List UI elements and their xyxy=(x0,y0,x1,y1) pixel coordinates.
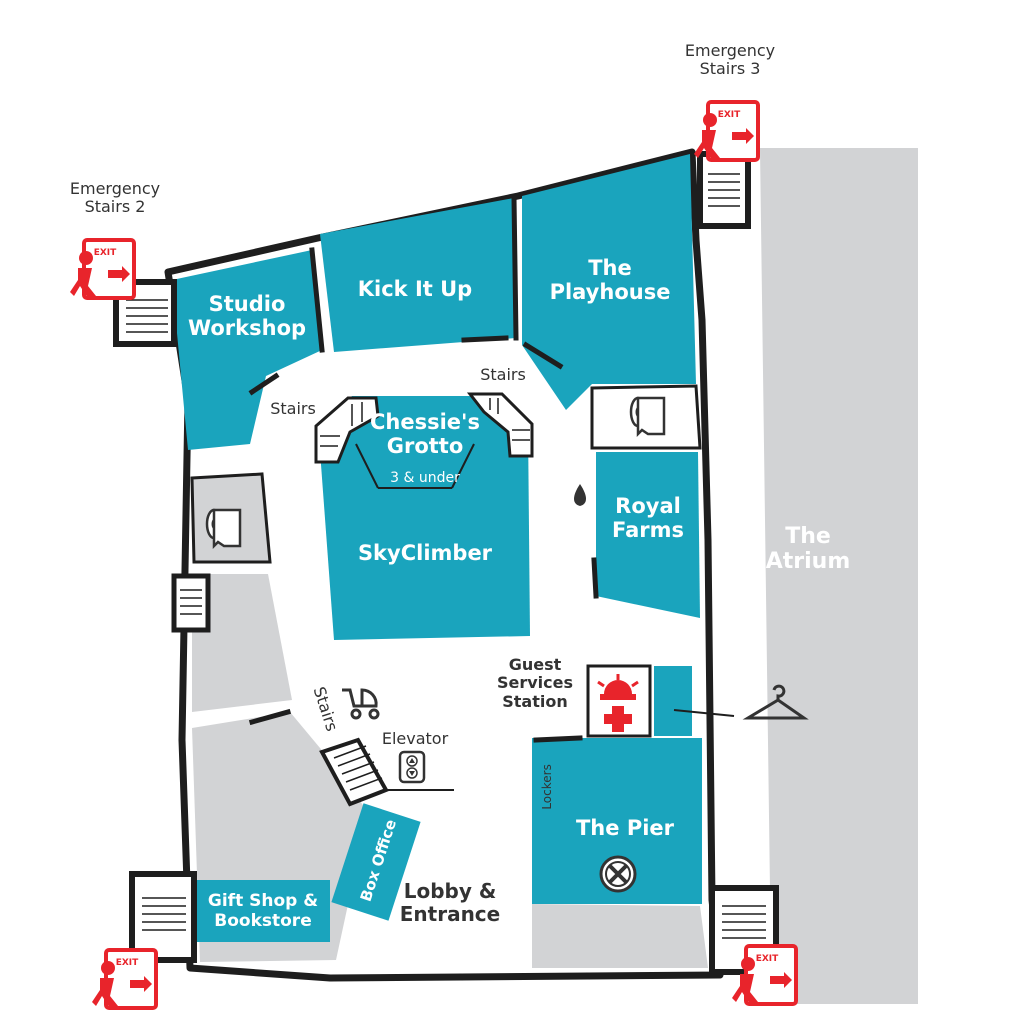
gray-area-south xyxy=(532,904,708,968)
label-line: Services xyxy=(496,673,574,693)
room-chessies-grotto xyxy=(318,396,530,640)
chessies-grotto-label: Chessie's Grotto xyxy=(350,410,500,458)
label-line: Station xyxy=(502,691,568,711)
stairs-sw xyxy=(129,871,197,963)
label-line: Guest xyxy=(508,655,562,674)
label-line: Stairs 2 xyxy=(84,197,146,217)
no-entry-icon xyxy=(599,855,637,893)
exit-sign-text: EXIT xyxy=(115,958,139,968)
stairs-label-right: Stairs xyxy=(480,365,526,384)
elevator-label: Elevator xyxy=(381,729,449,748)
atrium-area xyxy=(752,148,918,1004)
room-kick-it-up xyxy=(320,198,516,352)
studio-workshop-label: Studio Workshop xyxy=(172,292,322,340)
water-fountain-icon xyxy=(574,484,586,506)
gift-shop-label: Gift Shop & Bookstore xyxy=(196,891,330,931)
label-line: Lobby & xyxy=(403,879,497,903)
guest-services-label: Guest Services Station xyxy=(490,655,580,711)
playhouse-label: The Playhouse xyxy=(530,256,690,304)
kick-it-up-label: Kick It Up xyxy=(357,277,473,301)
exit-sign-icon xyxy=(92,948,158,1010)
label-line: Entrance xyxy=(399,902,501,926)
grotto-lines xyxy=(355,443,475,489)
pier-hanger-line xyxy=(673,709,735,717)
emergency-stairs-3-label: Emergency Stairs 3 xyxy=(655,41,805,79)
label-line: Emergency xyxy=(69,179,161,198)
royal-farms-label: Royal Farms xyxy=(596,494,700,542)
emergency-stairs-2-label: Emergency Stairs 2 xyxy=(40,179,190,217)
label-line: Stairs 3 xyxy=(699,59,761,79)
room-studio-workshop xyxy=(172,250,322,450)
restroom-icon xyxy=(629,396,666,438)
label-line: Chessie's xyxy=(370,410,480,434)
label-line: Emergency xyxy=(684,41,776,60)
atrium-label: The Atrium xyxy=(758,524,858,575)
grotto-stairs-left xyxy=(314,396,380,464)
room-gift-shop xyxy=(196,880,330,942)
lobby-entrance-label: Lobby & Entrance xyxy=(380,880,520,926)
grotto-stairs-right xyxy=(466,392,534,458)
exit-sign-text: EXIT xyxy=(93,248,117,258)
the-pier-label: The Pier xyxy=(575,816,675,840)
stairs-west-small xyxy=(171,573,211,633)
first-aid-icon xyxy=(597,674,639,732)
label-line: The xyxy=(785,524,831,549)
label-line: Studio xyxy=(208,292,286,316)
exit-sign-text: EXIT xyxy=(717,110,741,120)
label-line: Royal xyxy=(615,494,681,518)
label-line: Workshop xyxy=(187,316,307,341)
stroller-icon xyxy=(342,688,380,720)
grotto-age-label: 3 & under xyxy=(390,470,460,486)
label-line: Bookstore xyxy=(214,910,312,931)
label-line: The xyxy=(588,256,632,280)
label-line: Grotto xyxy=(386,434,464,459)
coat-check-icon xyxy=(742,684,809,720)
elevator-icon xyxy=(398,750,426,784)
room-coat-check xyxy=(654,666,692,736)
skyclimber-label: SkyClimber xyxy=(357,541,493,565)
stairs-lobby xyxy=(319,737,389,807)
restroom-icon xyxy=(205,508,242,550)
exit-sign-icon xyxy=(732,944,798,1006)
stairs-label-left: Stairs xyxy=(270,399,316,418)
room-playhouse xyxy=(522,154,696,410)
box-office-counter xyxy=(331,803,421,921)
interior-walls xyxy=(248,195,599,743)
room-royal-farms xyxy=(596,452,700,618)
label-line: Farms xyxy=(611,518,685,543)
exit-sign-icon xyxy=(694,100,760,162)
stairs-ne xyxy=(697,151,751,229)
label-line: Atrium xyxy=(765,549,851,575)
lockers-label: Lockers xyxy=(540,764,555,810)
label-line: Playhouse xyxy=(549,280,671,305)
exit-sign-icon xyxy=(70,238,136,300)
label-line: Gift Shop & xyxy=(207,891,319,911)
gray-area-west xyxy=(192,574,292,712)
exit-sign-text: EXIT xyxy=(755,954,779,964)
